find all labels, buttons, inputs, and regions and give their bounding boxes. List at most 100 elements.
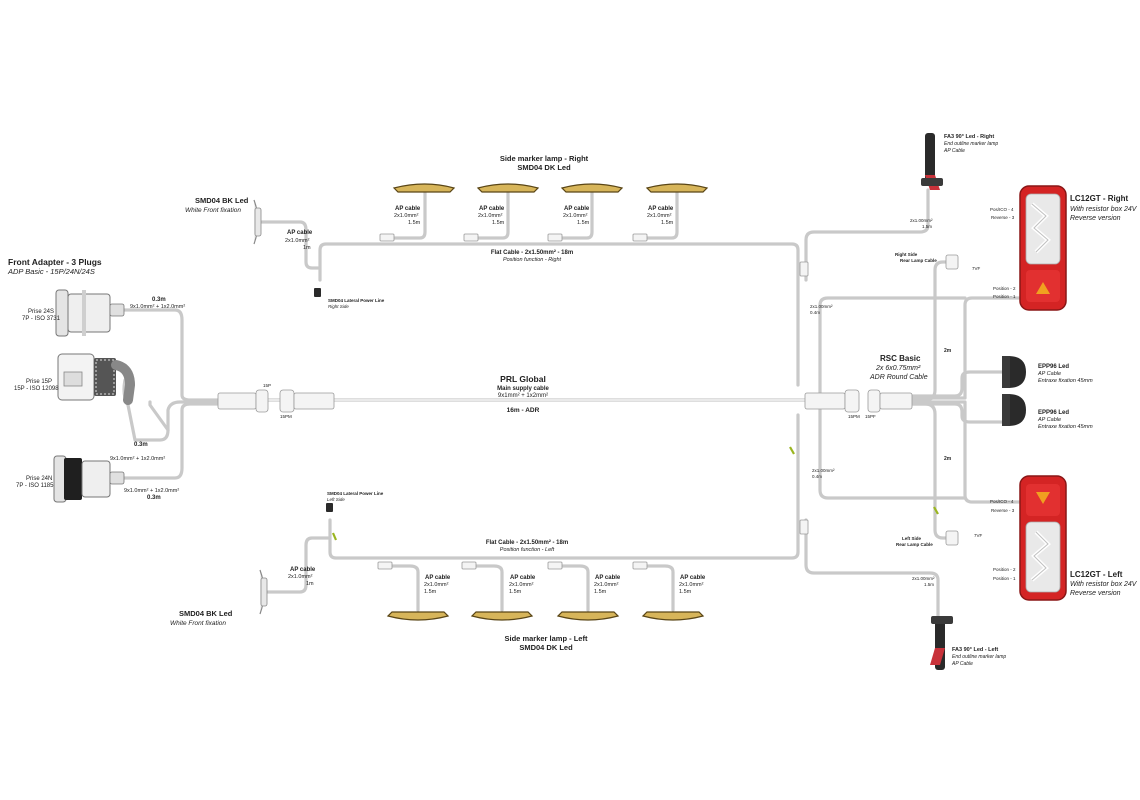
lc12gt-left-line1: With resistor box 24V: [1070, 581, 1138, 588]
sm-left-1-cable: AP cable: [425, 575, 451, 581]
smd04-bk-right-title: SMD04 BK Led: [195, 196, 249, 205]
prl-title: PRL Global: [500, 374, 546, 384]
epp96-top-line2: Entraxe fixation 45mm: [1038, 378, 1093, 384]
lc12gt-right-pin-d: Position - 1: [993, 294, 1016, 299]
fa3-left-spec: 2x1.00mm²: [912, 576, 935, 581]
rear-right-line2: Rear Lamp Cable: [900, 258, 937, 263]
sm-right-2-len: 1.5m: [492, 220, 505, 226]
lateral-right-connector[interactable]: [314, 288, 321, 297]
side-marker-right-1-icon[interactable]: [392, 183, 456, 193]
prl-tag-right-top: 15PF: [865, 414, 876, 419]
connectors: [217, 233, 959, 570]
epp96-top-line1: AP Cable: [1037, 371, 1061, 377]
flat-cable-right: [318, 242, 800, 387]
plug-24n-icon[interactable]: [53, 455, 125, 503]
lc12gt-right-pin-c: Position - 2: [993, 286, 1016, 291]
epp96-bottom-line2: Entraxe fixation 45mm: [1038, 424, 1093, 430]
rsc-plug[interactable]: [867, 389, 881, 413]
prl-tag-left-top: 15P: [263, 383, 271, 388]
sm-left-4-len: 1.5m: [679, 589, 692, 595]
adapter-cable-top: [110, 308, 227, 402]
side-marker-left-subtitle: SMD04 DK Led: [519, 643, 573, 652]
fa3-right-icon[interactable]: [921, 133, 943, 190]
side-marker-right-4-icon[interactable]: [645, 183, 709, 193]
prl-tag-right-bottom: 15PM: [848, 414, 860, 419]
rear-left-line2: Rear Lamp Cable: [896, 542, 933, 547]
prl-left-plug[interactable]: [217, 392, 257, 410]
epp96-bottom-line1: AP Cable: [1037, 417, 1061, 423]
lateral-left-connector[interactable]: [326, 503, 333, 512]
side-marker-right-3-icon[interactable]: [560, 183, 624, 193]
rear-right-tag: 7VF: [972, 266, 981, 271]
sm-left-3-cable: AP cable: [595, 575, 621, 581]
sm-left-2-spec: 2x1.0mm²: [509, 582, 534, 588]
plug-15p-icon[interactable]: [57, 353, 136, 405]
sm-right-4-len: 1.5m: [661, 220, 674, 226]
sm-left-1-len: 1.5m: [424, 589, 437, 595]
plug-15p-name: Prise 15P: [26, 379, 52, 385]
adapter-cable-mid: [122, 378, 227, 442]
lc12gt-left-pin-c: Position - 2: [993, 567, 1016, 572]
fa3-left-len: 1.5m: [924, 582, 934, 587]
sm-right-1-spec: 2x1.0mm²: [394, 213, 419, 219]
lc12gt-left-pin-a: Pos/ICO - 4: [990, 499, 1014, 504]
side-marker-left-2-icon[interactable]: [470, 611, 534, 621]
adapter-mid-spec: 9x1.0mm² + 1x2.0mm²: [110, 456, 165, 462]
rear-right-line1: Right Side: [895, 252, 918, 257]
side-marker-left-1-icon[interactable]: [386, 611, 450, 621]
rsc-title: RSC Basic: [880, 354, 921, 363]
fa3-left-icon[interactable]: [930, 616, 953, 670]
lc12gt-right-line2: Reverse version: [1070, 215, 1121, 222]
sm-right-1-len: 1.5m: [408, 220, 421, 226]
side-markers-right: [392, 183, 709, 193]
wire-layer: [110, 188, 1022, 627]
side-marker-right-subtitle: SMD04 DK Led: [517, 163, 571, 172]
sm-left-2-cable: AP cable: [510, 575, 536, 581]
smd04-bk-left-subtitle: White Front fixation: [170, 620, 226, 627]
side-marker-left-4-icon[interactable]: [641, 611, 705, 621]
smd04-bk-right-cable: AP cable: [287, 230, 313, 236]
flat-cable-left-subtitle: Position function - Left: [500, 547, 555, 553]
epp96-bottom-icon[interactable]: [1002, 394, 1026, 426]
fa3-right-line1: End outline marker lamp: [944, 141, 998, 147]
labels: Front Adapter - 3 Plugs ADP Basic - 15P/…: [7, 134, 1138, 667]
fa3-left-title: FA3 90° Led - Left: [952, 647, 998, 653]
lc12gt-left-pin-b: Reverse - 3: [991, 508, 1015, 513]
sm-right-2-spec: 2x1.0mm²: [478, 213, 503, 219]
sm-right-2-cable: AP cable: [479, 206, 505, 212]
side-marker-right-2-icon[interactable]: [476, 183, 540, 193]
rear-left-tag: 7VF: [974, 533, 983, 538]
epp96-top-icon[interactable]: [1002, 356, 1026, 388]
smd04-bk-left-len: 1m: [306, 581, 314, 587]
lc12gt-left-line2: Reverse version: [1070, 590, 1121, 597]
smd04-bk-left-title: SMD04 BK Led: [179, 609, 233, 618]
prl-right-plug[interactable]: [804, 392, 846, 410]
rsc-bottom-len: 0.4m: [812, 474, 822, 479]
lc12gt-left-icon[interactable]: [1019, 475, 1067, 601]
lateral-left-subtitle: Left Side: [327, 497, 345, 502]
front-adapter-subtitle: ADP Basic - 15P/24N/24S: [7, 267, 95, 276]
prl-left-socket[interactable]: [279, 389, 295, 413]
fa3-right-len: 1.5m: [922, 224, 932, 229]
lc12gt-left-pin-d: Position - 1: [993, 576, 1016, 581]
rsc-subtitle: ADR Round Cable: [869, 374, 928, 381]
side-marker-left-title: Side marker lamp - Left: [505, 634, 588, 643]
adapter-cable-bottom: [110, 402, 227, 480]
lc12gt-right-pin-b: Reverse - 3: [991, 215, 1015, 220]
sm-left-3-len: 1.5m: [594, 589, 607, 595]
fa3-right-line2: AP Cable: [943, 148, 965, 154]
plug-24s-icon[interactable]: [55, 289, 125, 337]
prl-length: 16m - ADR: [507, 407, 540, 414]
fa3-left-line2: AP Cable: [951, 661, 973, 667]
plug-24s-name: Prise 24S: [28, 309, 54, 315]
lc12gt-right-icon[interactable]: [1019, 185, 1067, 311]
prl-subtitle: Main supply cable: [497, 386, 549, 392]
smd04-bk-left-icon[interactable]: [259, 569, 268, 615]
rsc-bottom-spec: 2x1.00mm²: [812, 468, 835, 473]
sm-left-4-spec: 2x1.0mm²: [679, 582, 704, 588]
lateral-left-title: SMD04 Lateral Power Line: [327, 491, 384, 496]
sm-right-1-cable: AP cable: [395, 206, 421, 212]
smd04-bk-right-icon[interactable]: [253, 199, 262, 245]
fa3-right-spec: 2x1.00mm²: [910, 218, 933, 223]
side-marker-left-3-icon[interactable]: [556, 611, 620, 621]
